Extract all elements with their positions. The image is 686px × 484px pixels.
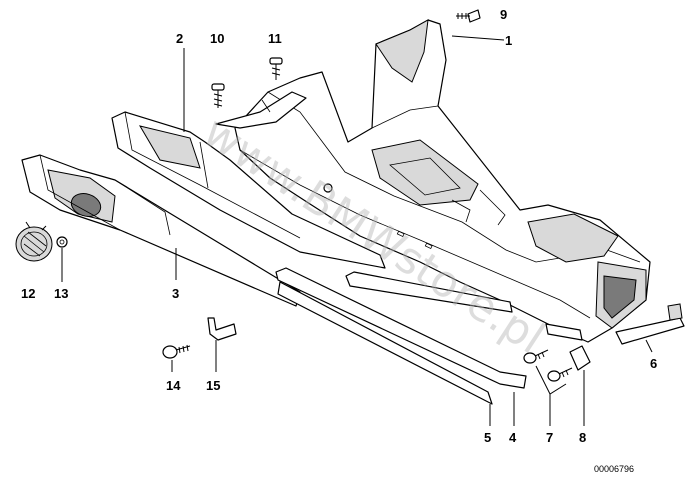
callout-11: 11 (268, 31, 282, 46)
side-trim-upper[interactable] (111, 111, 386, 269)
speaker-grommet[interactable] (56, 236, 68, 248)
callout-8: 8 (579, 430, 586, 445)
callout-15: 15 (206, 378, 220, 393)
screw-7b[interactable] (547, 367, 573, 382)
trim-strip-long[interactable] (275, 267, 527, 389)
callout-4: 4 (509, 430, 517, 445)
screw-9[interactable] (456, 9, 481, 23)
screw-14[interactable] (162, 344, 191, 359)
callout-6: 6 (650, 356, 657, 371)
rear-clip-strip[interactable] (545, 323, 583, 341)
screw-10[interactable] (211, 83, 225, 108)
mounting-bracket[interactable] (207, 317, 237, 341)
screw-7a[interactable] (523, 349, 549, 364)
callout-labels: 1 2 3 4 5 6 7 8 9 10 11 12 13 14 15 (21, 7, 657, 445)
rear-end-cover[interactable] (615, 303, 685, 345)
callout-5: 5 (484, 430, 491, 445)
callout-9: 9 (500, 7, 507, 22)
leader-lines (61, 35, 653, 426)
document-number: 00006796 (594, 464, 634, 474)
callout-10: 10 (210, 31, 224, 46)
trim-strip-mid[interactable] (345, 271, 513, 313)
callout-1: 1 (505, 33, 512, 48)
callout-13: 13 (54, 286, 68, 301)
speaker-cover[interactable] (15, 221, 53, 262)
trim-clip[interactable] (215, 91, 307, 129)
clip-plate[interactable] (569, 345, 591, 371)
center-console-body[interactable] (234, 19, 651, 343)
callout-3: 3 (172, 286, 179, 301)
callout-14: 14 (166, 378, 181, 393)
screw-11[interactable] (269, 57, 283, 80)
side-trim-lower[interactable] (21, 154, 301, 307)
callout-2: 2 (176, 31, 183, 46)
trim-strip-outer[interactable] (277, 281, 493, 405)
callout-7: 7 (546, 430, 553, 445)
callout-12: 12 (21, 286, 35, 301)
